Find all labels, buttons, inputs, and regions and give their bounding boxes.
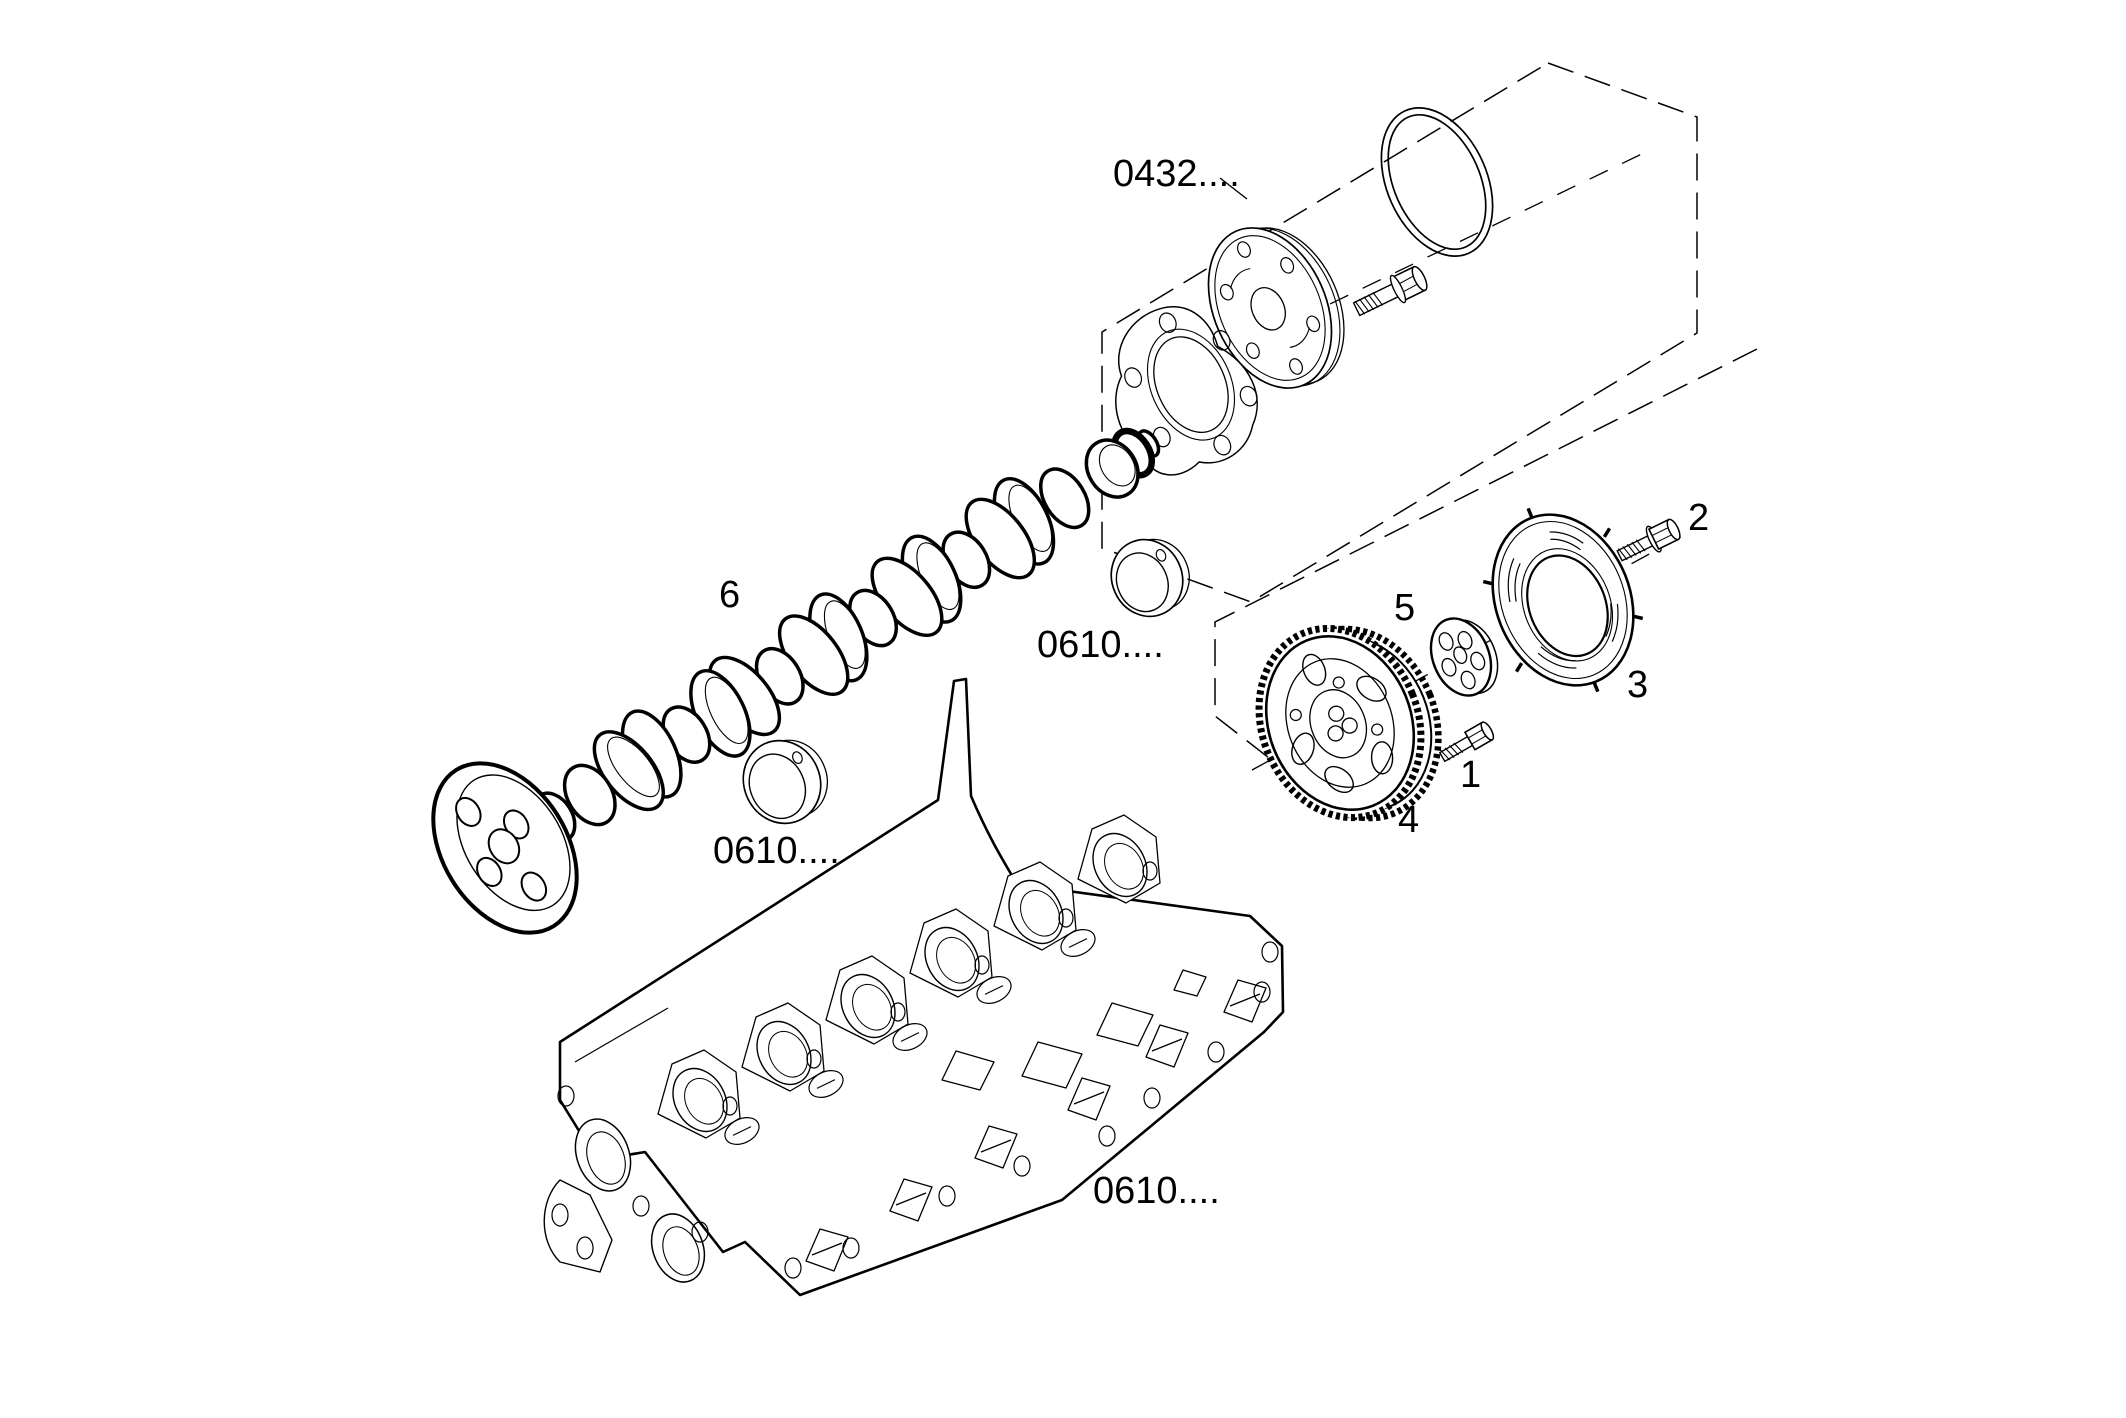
head-bolt-holes bbox=[557, 861, 1279, 1279]
label-item-5: 5 bbox=[1394, 587, 1415, 629]
cylinder-head-drawing bbox=[543, 677, 1285, 1297]
bolt-1-drawing bbox=[1438, 721, 1495, 763]
camshaft-bushing-upper bbox=[1110, 538, 1190, 618]
deck-cutouts bbox=[724, 929, 1096, 1145]
label-group-0432: 0432.... bbox=[1113, 153, 1240, 195]
front-bores bbox=[574, 1118, 706, 1283]
bolt-2-drawing bbox=[1616, 518, 1681, 562]
cam-bearing-saddles bbox=[657, 814, 1161, 1139]
label-item-3: 3 bbox=[1627, 664, 1648, 706]
timing-gear-drawing bbox=[1255, 624, 1442, 822]
label-item-1: 1 bbox=[1460, 754, 1481, 796]
group-box-gear-dashed bbox=[1214, 348, 1758, 783]
label-item-6: 6 bbox=[719, 574, 740, 616]
label-bushing-lower-0610: 0610.... bbox=[713, 830, 840, 872]
label-item-4: 4 bbox=[1398, 799, 1419, 841]
label-0432-leader bbox=[1219, 177, 1248, 200]
o-ring-drawing bbox=[1380, 107, 1494, 257]
cover-bolt-drawing bbox=[1352, 265, 1428, 317]
phaser-backplate-drawing bbox=[1482, 507, 1644, 693]
label-item-2: 2 bbox=[1688, 497, 1709, 539]
thrust-plate-drawing bbox=[1429, 617, 1499, 697]
group-box-0432-dashed bbox=[1101, 62, 1698, 603]
front-face-ports bbox=[805, 969, 1267, 1272]
label-bushing-upper-0610: 0610.... bbox=[1037, 624, 1164, 666]
camshaft-drawing bbox=[431, 427, 1161, 935]
camshaft-bushing-lower bbox=[742, 739, 828, 825]
callout-labels: 0432.... 0610.... 0610.... 0610.... 6 5 … bbox=[713, 153, 1709, 1212]
label-cylinder-head-0610: 0610.... bbox=[1093, 1170, 1220, 1212]
